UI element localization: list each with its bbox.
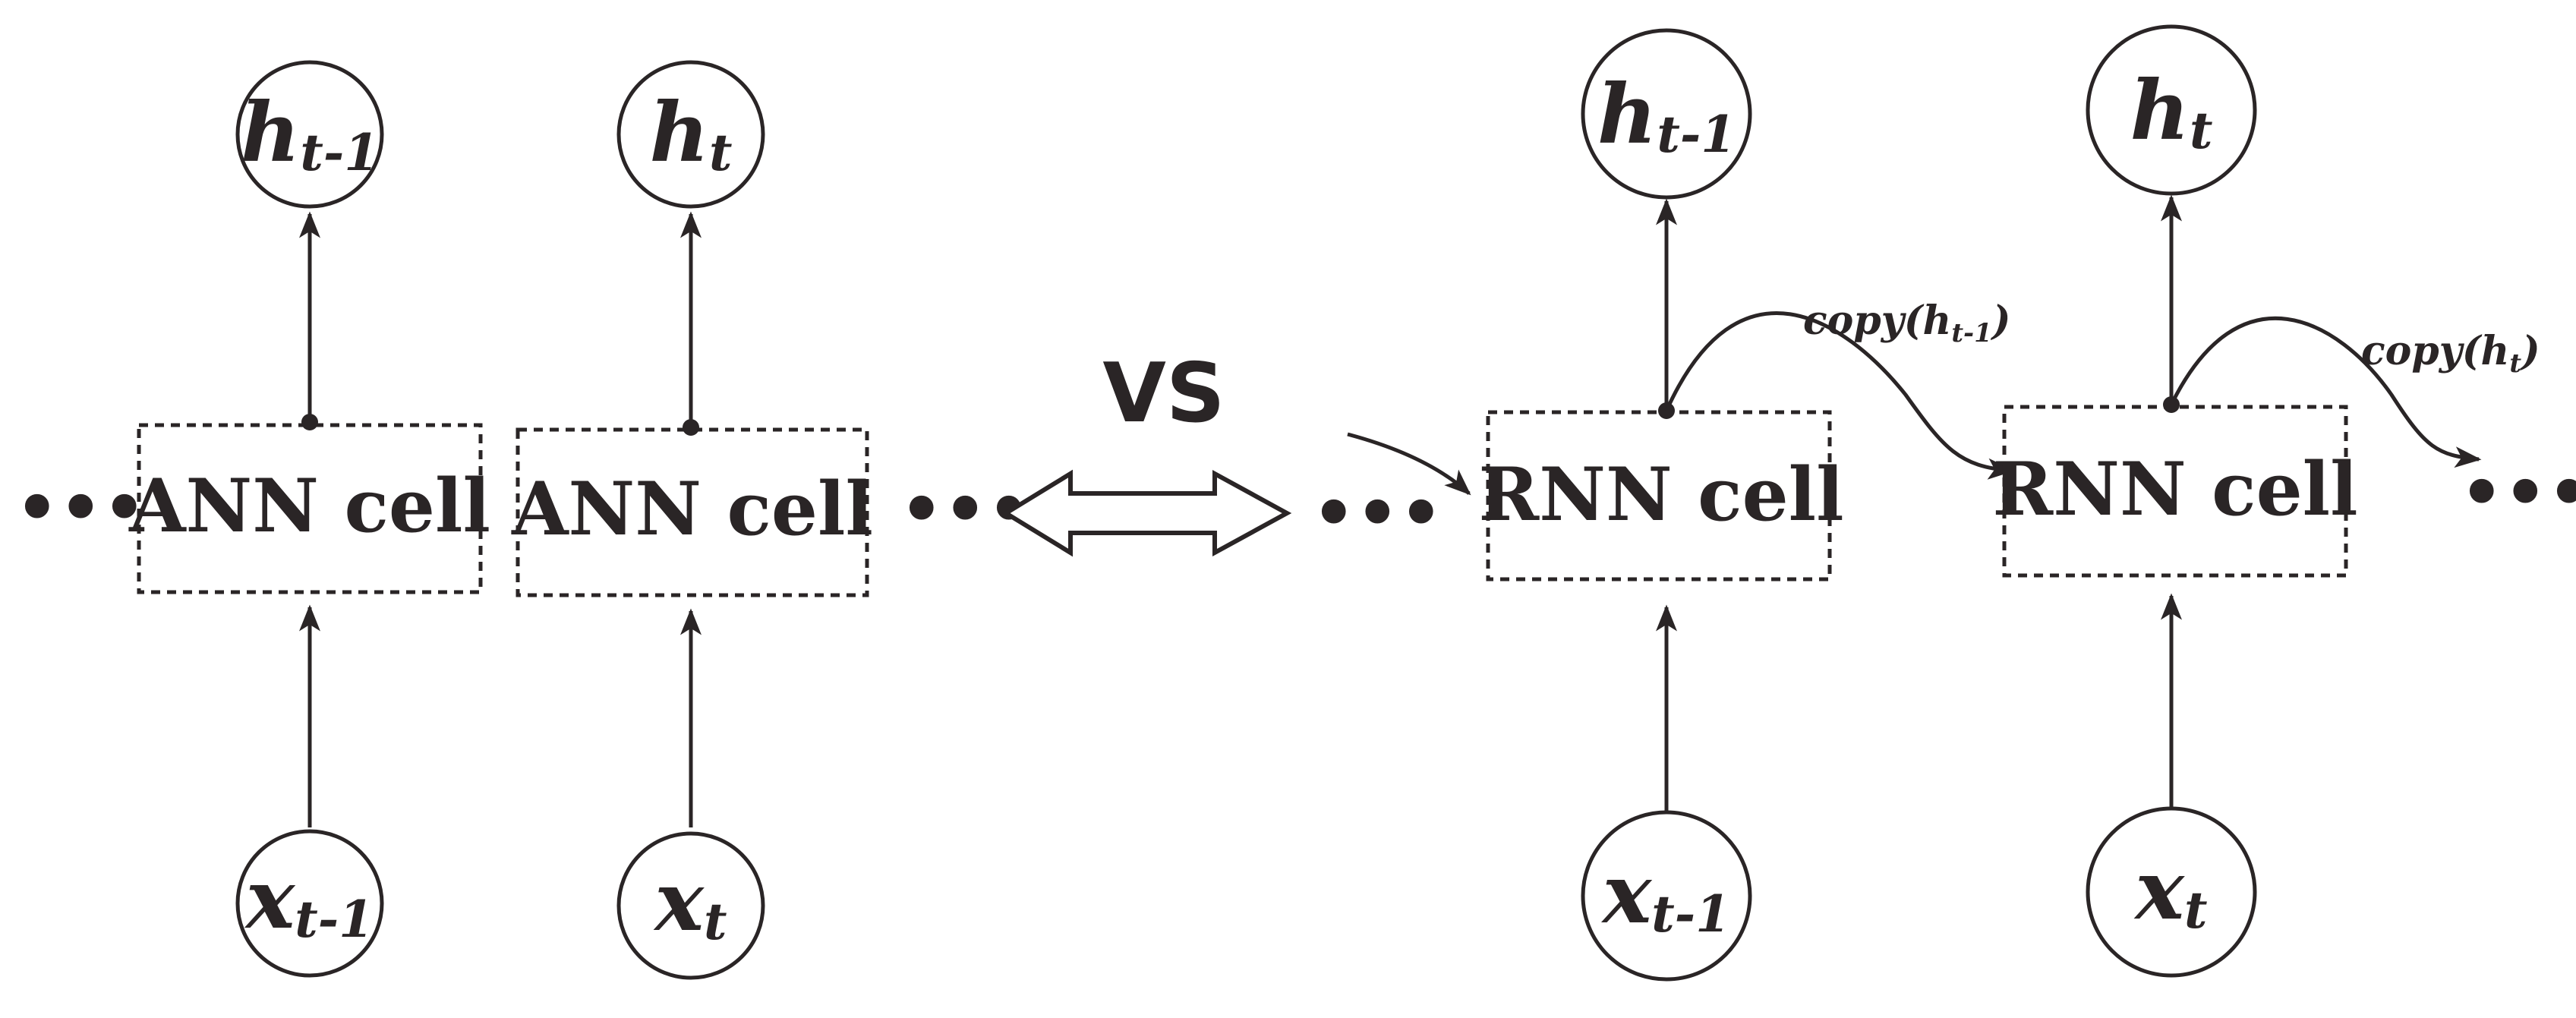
rnn-incoming-arrow [1347,432,1471,496]
rnn-ellipsis-left: ••• [1312,474,1443,553]
double-arrow-icon [1001,469,1292,557]
ann-input-label-1: xt-1 [244,852,374,949]
ann-input-node-2 [616,831,765,980]
ann-unit-2: ht ANN cell xt [511,60,873,980]
rnn-input-node-2 [2086,806,2257,978]
rnn-cell-label-2: RNN cell [1992,446,2357,532]
rnn-input-label-2: xt [2134,843,2208,940]
rnn-ellipsis-right: ••• [2460,453,2576,533]
ann-panel: ••• ht-1 ANN cell xt-1 ht ANN cell xt ••… [15,60,1031,980]
vs-label: VS [1102,346,1225,441]
ann-input-node-1 [235,829,384,978]
ann-output-node-2 [616,60,765,209]
rnn-cell-label-1: RNN cell [1478,452,1843,537]
comparison: VS [1001,346,1292,557]
rnn-recurrent-arrow-2 [2169,316,2482,468]
ann-cell-label-1: ANN cell [128,463,490,549]
ann-output-label-2: ht [649,85,732,182]
rnn-copy-label-2: copy(ht) [2361,328,2540,379]
ann-cell-box-2 [516,427,869,597]
ann-output-label-1: ht-1 [241,85,379,182]
rnn-recurrent-arrow-1 [1664,311,2015,480]
ann-cell-label-2: ANN cell [511,466,873,552]
rnn-output-label-2: ht [2130,63,2212,160]
ann-unit-1: ht-1 ANN cell xt-1 [128,60,490,978]
rnn-output-label-1: ht-1 [1597,67,1736,164]
rnn-copy-label-1: copy(ht-1) [1803,298,2010,348]
ann-output-node-1 [235,60,384,209]
rnn-panel: ••• ht-1 RNN cell xt-1 copy(ht-1) ht RNN… [1312,24,2576,982]
rnn-unit-2: ht RNN cell xt copy(ht) [1992,24,2540,978]
ann-ellipsis-left: ••• [15,468,147,548]
rnn-input-node-1 [1581,810,1752,982]
rnn-output-node-1 [1581,28,1752,200]
ann-output-junction-2 [683,419,699,436]
rnn-unit-1: ht-1 RNN cell xt-1 copy(ht-1) [1478,28,2015,982]
ann-input-label-2: xt [654,854,727,951]
ann-output-junction-1 [301,414,318,430]
ann-cell-box-1 [137,423,483,594]
rnn-cell-box-1 [1486,410,1832,581]
rnn-output-node-2 [2086,24,2257,196]
rnn-input-label-1: xt-1 [1601,846,1730,944]
